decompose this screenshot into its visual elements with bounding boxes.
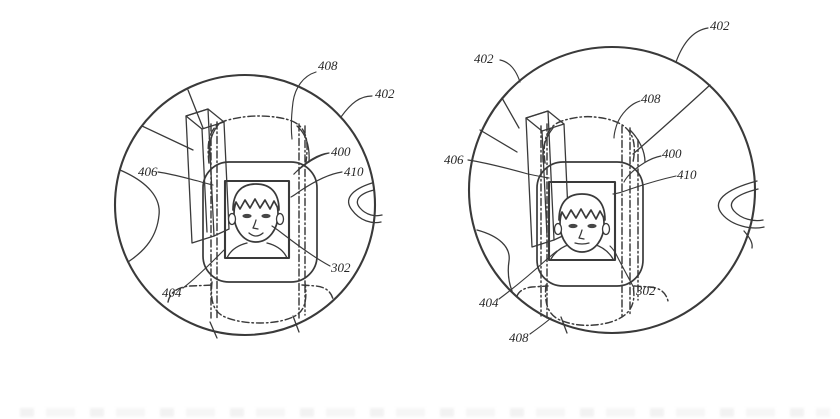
lug-contour: [629, 129, 646, 163]
leader-404: [182, 249, 225, 289]
subject-torso-left: [167, 284, 215, 303]
leader-410: [612, 175, 677, 195]
shoulder-right: [266, 242, 288, 259]
subject-face: [550, 193, 614, 260]
ref-label-408-band-upper: 408: [318, 58, 338, 73]
leader-402-outer: [675, 27, 709, 63]
scene-edge-line: [501, 97, 520, 129]
hair: [232, 183, 280, 211]
ref-label-404-wrist: 404: [479, 295, 499, 310]
lug-contour: [208, 123, 220, 163]
eye-right: [587, 223, 597, 229]
edge-stub: [209, 321, 218, 339]
leader-408-lower: [529, 317, 552, 335]
edge-stub: [292, 315, 300, 333]
leader-404: [498, 250, 558, 300]
ear-left: [553, 222, 563, 236]
ref-label-402-callout-inner: 402: [474, 51, 494, 66]
ref-label-402-callout-outer: 402: [710, 18, 730, 33]
edge-stub: [560, 316, 568, 334]
ref-label-302-subject: 302: [635, 283, 656, 298]
ref-label-410-display: 410: [344, 164, 364, 179]
rim-arc-outer: [348, 182, 382, 224]
nose: [252, 219, 259, 230]
ref-label-408-band-lower: 408: [509, 330, 529, 345]
leader-400: [623, 155, 662, 183]
lug-contour: [542, 127, 554, 163]
leader-406: [157, 171, 214, 186]
figure-left-magnified-view: 408 402 400 410 406 404 302: [113, 58, 395, 339]
watch-body: [536, 161, 644, 287]
rim-arc-inner: [730, 188, 764, 222]
leader-406: [467, 159, 550, 179]
ref-label-408-band-upper: 408: [641, 91, 661, 106]
leader-400: [293, 152, 330, 175]
ear-left: [227, 212, 237, 226]
mouth-neutral: [574, 242, 590, 245]
mouth-smile: [248, 232, 264, 237]
ref-label-404-wrist: 404: [162, 285, 182, 300]
watch-band-upper: [543, 115, 636, 164]
pillar-prism-side: [213, 121, 230, 237]
ref-label-406-band-left: 406: [444, 152, 464, 167]
ref-label-400-watch-body: 400: [662, 146, 682, 161]
figure-right-magnified-view: 402 402 408 406 400 410 404 302 408: [444, 18, 765, 345]
leader-408-upper: [613, 100, 641, 139]
subject-torso-right: [633, 285, 669, 302]
ear-right: [601, 222, 611, 236]
lug-contour: [296, 125, 310, 163]
pillar-prism-top: [525, 110, 565, 132]
ref-label-410-display: 410: [677, 167, 697, 182]
leader-402-inner: [499, 59, 521, 83]
watch-band-lower: [544, 284, 635, 327]
scene-edge-line: [187, 89, 204, 129]
pillar-prism-inner-edge: [541, 130, 548, 237]
scene-diagonal-line: [632, 84, 711, 155]
seat-contour: [119, 169, 160, 263]
eye-left: [568, 223, 578, 229]
leader-302: [609, 245, 635, 289]
watch-band-upper: [207, 115, 308, 164]
watch-body: [202, 161, 318, 283]
leader-408: [290, 71, 317, 140]
scene-edge-line: [479, 129, 518, 153]
ref-label-400-watch-body: 400: [331, 144, 351, 159]
ref-label-402-callout: 402: [375, 86, 395, 101]
shoulder-left: [226, 242, 248, 259]
pillar-prism-front: [185, 108, 215, 244]
ear-right: [275, 212, 285, 226]
eye-left: [242, 213, 252, 219]
watch-band-lower: [210, 281, 307, 324]
leader-402: [340, 95, 373, 118]
rim-arc-tail: [743, 230, 753, 249]
seat-contour: [476, 229, 513, 292]
hair: [558, 193, 606, 221]
subject-torso-left: [516, 285, 549, 297]
scene-edge-line: [141, 125, 194, 151]
rim-arc-outer: [717, 180, 765, 229]
leader-302: [271, 225, 331, 267]
leader-410: [290, 171, 343, 198]
watch-display: [223, 179, 291, 260]
eye-right: [261, 213, 271, 219]
rim-arc-inner: [356, 189, 383, 217]
subject-face: [226, 183, 288, 259]
callout-circle: [113, 73, 377, 337]
pillar-prism-top: [185, 108, 225, 130]
watch-display: [547, 180, 617, 262]
subject-torso-right: [301, 284, 334, 300]
ref-label-406-band-left: 406: [138, 164, 158, 179]
scan-artifact-strip: [20, 408, 830, 417]
nose: [578, 229, 585, 240]
ref-label-302-subject: 302: [330, 260, 351, 275]
